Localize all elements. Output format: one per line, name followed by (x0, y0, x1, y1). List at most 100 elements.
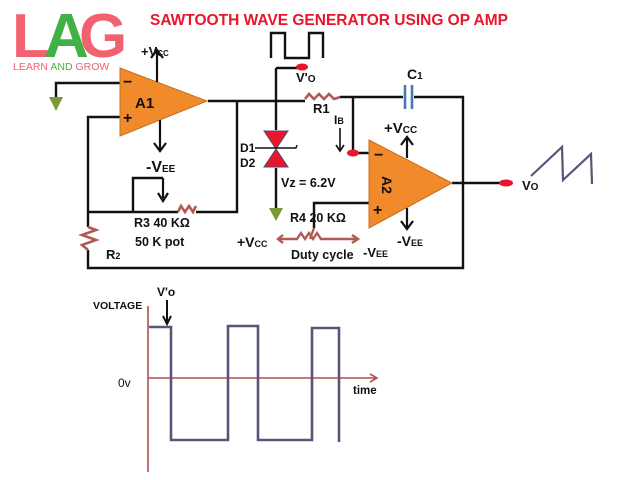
c1-label: C1 (407, 66, 423, 82)
circuit-wires (54, 31, 500, 270)
ground-icon (49, 97, 63, 111)
r3-value-label: R3 40 KΩ (134, 216, 190, 230)
tagline-grow: GROW (75, 61, 109, 73)
zero-volt-label: 0v (118, 376, 131, 390)
r4-vee-sign: -V (363, 245, 376, 260)
zener-d1-icon (263, 130, 289, 150)
r4-vcc-sub: CC (255, 239, 268, 249)
square-wave-sketch (269, 31, 325, 60)
waveform-graph: V'o VOLTAGE 0v time (93, 285, 379, 472)
a2-inv-wire (351, 97, 370, 155)
r4-resistor-icon (278, 230, 340, 242)
a1-noninv-wire (86, 115, 121, 227)
logo-letter-g: G (79, 2, 127, 71)
a2-inv-probe (347, 149, 359, 157)
a1-vee-sign: -V (146, 159, 162, 176)
a2-vcc-sign: +V (384, 120, 403, 137)
time-axis-arrow-icon (369, 373, 379, 383)
r4-right-arrow-icon (351, 234, 361, 244)
ib-main: I (334, 113, 337, 127)
a2-inv-sign: − (374, 147, 383, 164)
r3-pot-label: 50 K pot (135, 235, 185, 249)
logo-tagline: LEARN AND GROW (13, 61, 109, 73)
a1-noninv-sign: + (123, 110, 132, 127)
a1-vcc-label: +VCC (141, 44, 169, 59)
r3-wiper-arrow-icon (157, 192, 169, 204)
ib-sub: B (337, 116, 344, 126)
a1-vcc-sign: +V (141, 44, 158, 59)
c1-main: C (407, 66, 417, 82)
a1-label: A1 (135, 95, 154, 112)
d2-label: D2 (240, 156, 256, 170)
a1-vcc-arrow-icon (150, 48, 164, 59)
r4-wiper-icon (308, 227, 316, 240)
r3-right-wire (196, 101, 239, 214)
voltage-axis-label: VOLTAGE (93, 300, 142, 312)
r4-vee-label: -VEE (363, 245, 388, 260)
time-axis-label: time (353, 385, 377, 397)
r4-left-arrow-icon (276, 234, 284, 244)
zener-ground-icon (269, 208, 283, 221)
vo-prime-probe (296, 63, 308, 71)
opamp-a1-body (119, 67, 209, 137)
opamp-a1: − + A1 +VCC -VEE (119, 44, 209, 176)
zener-d2-icon (263, 148, 289, 168)
feedback-loop-wire (86, 95, 465, 270)
opamp-a2-body (368, 139, 454, 229)
logo-letter-a: A (44, 2, 89, 71)
r4-potentiometer: R4 20 KΩ +VCC -VEE Duty cycle (237, 211, 388, 262)
zener-bar (255, 144, 298, 149)
ib-arrow-icon (335, 144, 345, 153)
tagline-learn: LEARN (13, 61, 50, 73)
vo-prime-main: V' (296, 70, 308, 85)
vz-label: Vz = 6.2V (281, 176, 336, 190)
vo-prime-marker-label: V'o (157, 285, 175, 299)
a2-noninv-sign: + (373, 202, 382, 219)
r3-wiper-wire (131, 176, 163, 212)
a2-vcc-arrow-icon (400, 135, 414, 146)
duty-cycle-label: Duty cycle (291, 248, 354, 262)
ib-label: IB (334, 113, 344, 127)
r1-label: R1 (313, 101, 330, 116)
a2-vee-arrow-icon (400, 220, 414, 231)
a1-vcc-sub: CC (157, 49, 169, 58)
diagram-title: SAWTOOTH WAVE GENERATOR USING OP AMP (150, 12, 508, 29)
a1-vee-label: -VEE (146, 159, 176, 176)
a1-inv-ground-wire (54, 81, 121, 97)
r4-vcc-sign: +V (237, 234, 255, 250)
a1-vee-sub: EE (162, 164, 176, 175)
c1-sub: 1 (417, 71, 423, 82)
a1-inv-sign: − (123, 74, 132, 91)
vo-prime-marker-arrow-icon (162, 315, 172, 327)
a2-vcc-sub: CC (403, 125, 417, 136)
r3-resistor-icon (176, 203, 198, 215)
a2-label: A2 (379, 176, 395, 194)
vo-prime-sub: O (308, 74, 316, 85)
sawtooth-output-icon (530, 144, 594, 185)
logo-letter-l: L (12, 2, 50, 71)
a2-vee-sub: EE (411, 238, 423, 248)
r2-label: R2 (106, 247, 120, 262)
a2-noninv-wire (312, 201, 370, 228)
r1-resistor-icon (303, 92, 341, 101)
zener-diodes: D1 D2 Vz = 6.2V (240, 130, 336, 190)
vo-probe (499, 179, 513, 187)
d1-label: D1 (240, 141, 256, 155)
r2-resistor-icon (78, 225, 100, 251)
square-waveform (149, 324, 341, 442)
vo-prime-label: V'O (296, 70, 316, 85)
r4-vee-sub: EE (376, 249, 388, 259)
r2-sub: 2 (115, 251, 120, 261)
vo-sub: O (531, 182, 539, 193)
r4-label: R4 20 KΩ (290, 211, 346, 225)
tagline-and: AND (50, 61, 75, 73)
r4-vcc-label: +VCC (237, 234, 268, 250)
a2-vcc-label: +VCC (384, 120, 417, 137)
opamp-a2: − + A2 +VCC -VEE (368, 120, 454, 249)
lag-logo: L A G LEARN AND GROW (12, 2, 127, 73)
a2-vee-sign: -V (397, 233, 412, 249)
a1-vee-arrow-icon (153, 142, 167, 153)
vo-main: V (522, 178, 531, 193)
a2-vee-label: -VEE (397, 233, 423, 249)
